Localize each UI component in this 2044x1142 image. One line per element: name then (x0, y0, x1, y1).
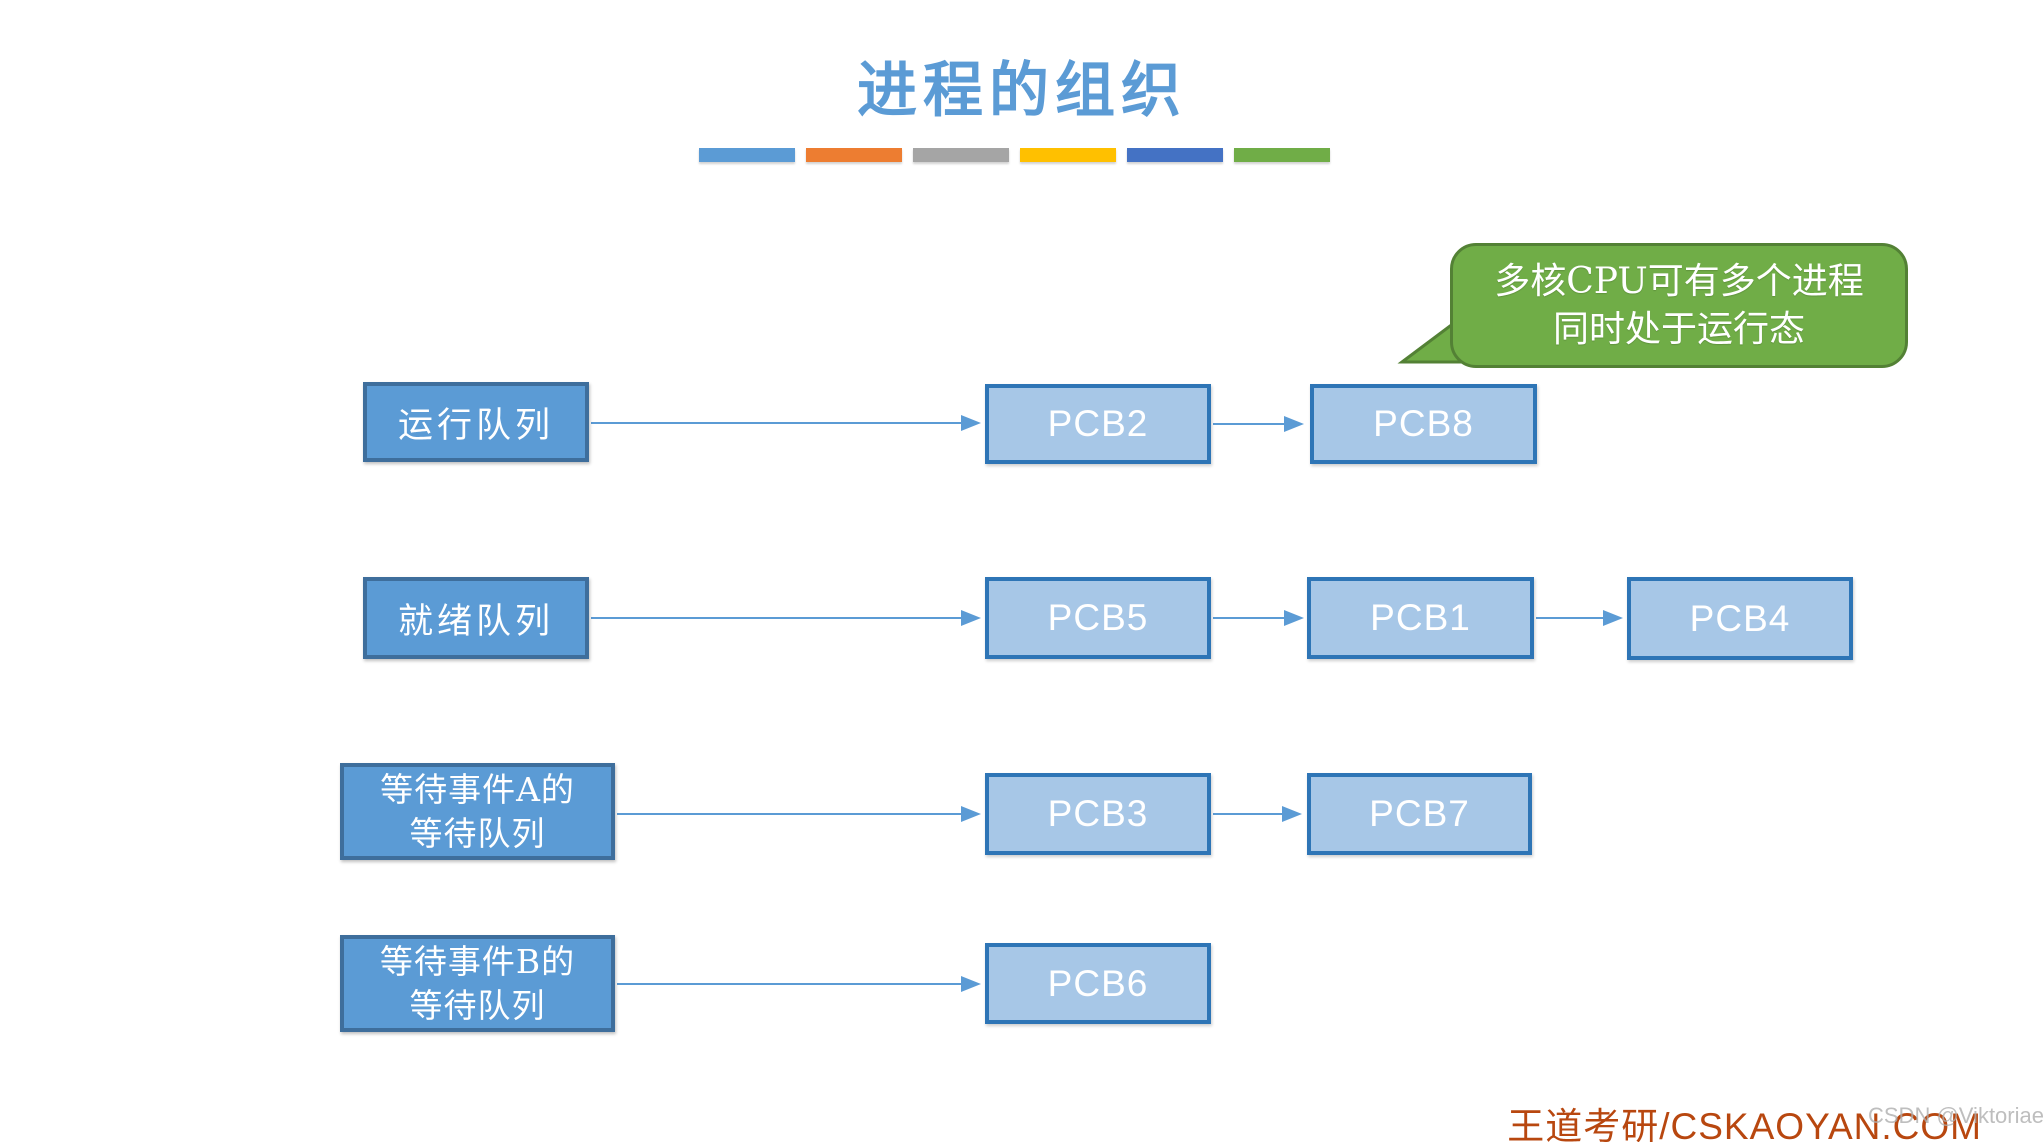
queue-box-wait-b: 等待事件B的 等待队列 (340, 935, 615, 1032)
queue-label-line: 等待队列 (409, 813, 546, 853)
callout-text-line: 同时处于运行态 (1552, 308, 1805, 350)
node-pcb6: PCB6 (985, 943, 1211, 1024)
accent-bar-orange (806, 148, 902, 162)
pcb-label: PCB7 (1369, 793, 1470, 834)
pcb-label: PCB3 (1047, 793, 1149, 834)
pcb-label: PCB2 (1047, 403, 1149, 444)
node-pcb2: PCB2 (985, 384, 1211, 464)
accent-bar-blue (699, 148, 795, 162)
node-pcb7: PCB7 (1307, 773, 1532, 855)
callout-bubble: 多核CPU可有多个进程 同时处于运行态 (1450, 243, 1908, 368)
pcb-label: PCB4 (1689, 597, 1791, 639)
queue-box-running: 运行队列 (363, 382, 589, 462)
pcb-label: PCB6 (1047, 962, 1149, 1004)
node-pcb1: PCB1 (1307, 577, 1534, 659)
watermark-csdn: CSDN @Viktoriae (1868, 1103, 2044, 1128)
node-pcb8: PCB8 (1310, 384, 1537, 464)
watermark-brand: 王道考研/CSKAOYAN.COM (1507, 1106, 1982, 1142)
accent-bar-green (1234, 148, 1330, 162)
queue-label-line: 等待事件B的 (379, 941, 576, 981)
node-pcb4: PCB4 (1627, 577, 1853, 660)
node-pcb5: PCB5 (985, 577, 1211, 659)
queue-box-ready: 就绪队列 (363, 577, 589, 659)
accent-bars (699, 148, 1330, 162)
accent-bar-gold (1020, 148, 1116, 162)
queue-box-wait-a: 等待事件A的 等待队列 (340, 763, 615, 860)
queue-label: 运行队列 (397, 405, 554, 446)
accent-bar-gray (913, 148, 1009, 162)
page-title: 进程的组织 (857, 56, 1187, 126)
queue-label-line: 等待事件A的 (380, 769, 575, 809)
queue-label: 就绪队列 (397, 601, 554, 642)
pcb-label: PCB8 (1373, 403, 1474, 444)
pcb-label: PCB5 (1047, 597, 1149, 638)
queue-label-line: 等待队列 (409, 985, 546, 1025)
callout-text-line: 多核CPU可有多个进程 (1494, 260, 1864, 302)
pcb-label: PCB1 (1370, 597, 1471, 638)
accent-bar-darkblue (1127, 148, 1223, 162)
node-pcb3: PCB3 (985, 773, 1211, 855)
